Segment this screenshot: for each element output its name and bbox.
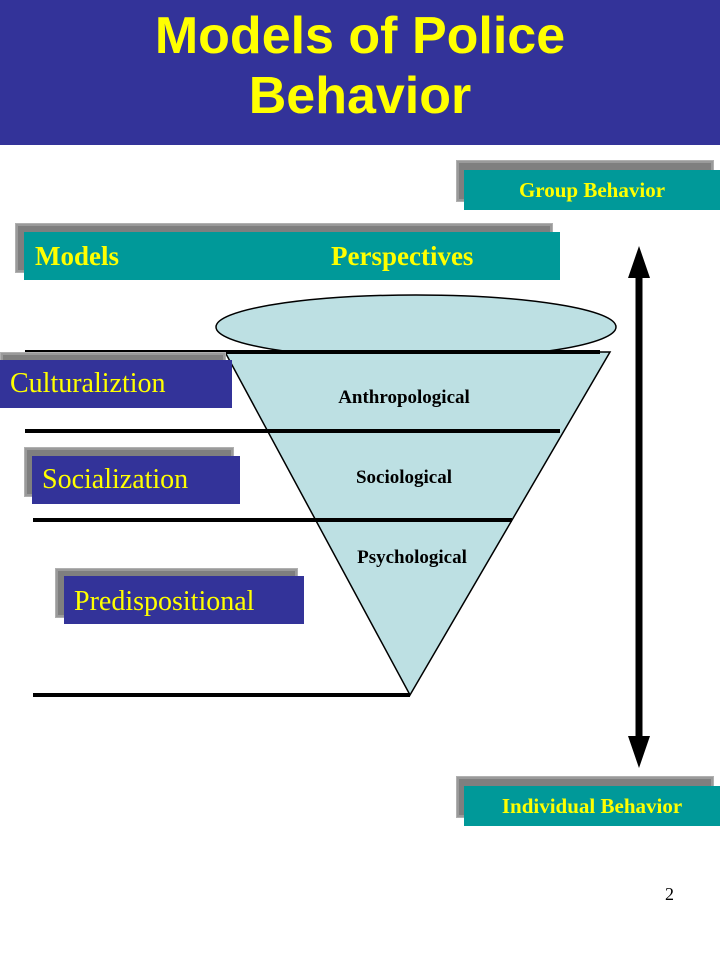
axis-arrow-head-down	[628, 736, 650, 768]
model-box-socialization: Socialization	[32, 456, 240, 504]
model-box-predispositional: Predispositional	[64, 576, 304, 624]
page-number: 2	[665, 884, 674, 904]
perspective-label-psychological: Psychological	[357, 547, 467, 568]
perspective-label-sociological: Sociological	[356, 467, 452, 488]
models-header: Models	[35, 241, 119, 271]
model-box-culturaliztion: Culturaliztion	[0, 360, 232, 408]
title-bar: Models of Police Behavior	[0, 0, 720, 145]
axis-arrow-head-up	[628, 246, 650, 278]
page-title: Models of Police Behavior	[0, 6, 720, 126]
header-bar: Models Perspectives	[24, 232, 560, 280]
title-line-1: Models of Police	[154, 7, 566, 65]
cone-top-ellipse	[215, 294, 617, 360]
perspectives-header: Perspectives	[331, 241, 474, 271]
perspective-label-anthropological: Anthropological	[338, 387, 470, 408]
individual-behavior-label: Individual Behavior	[464, 786, 720, 826]
group-behavior-label: Group Behavior	[464, 170, 720, 210]
title-line-2: Behavior	[248, 67, 472, 125]
